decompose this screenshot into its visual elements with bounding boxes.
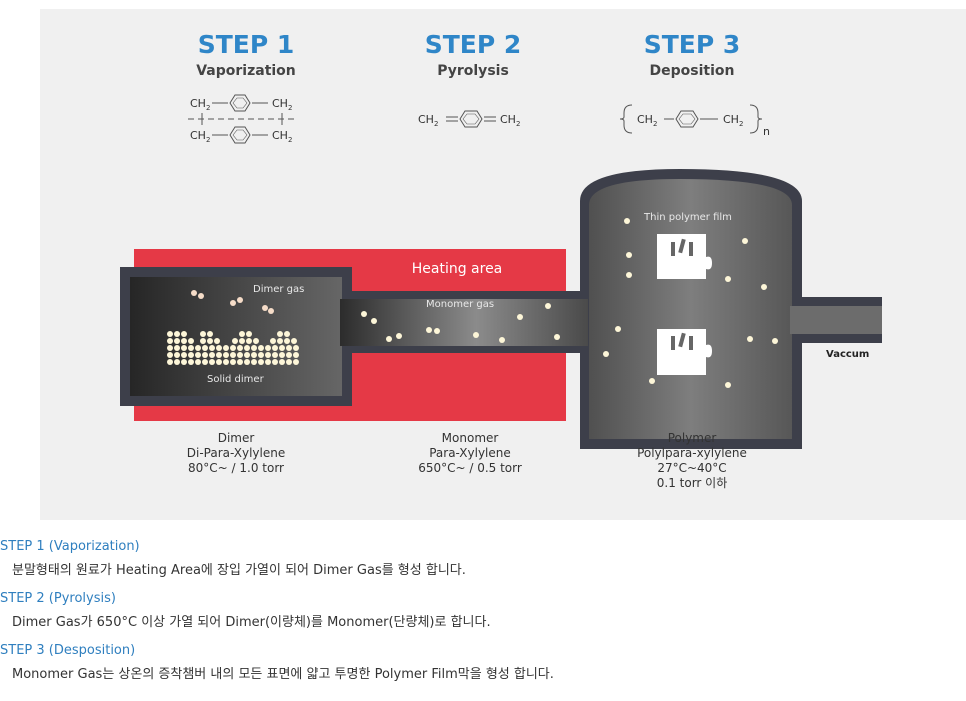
step2-description-title: STEP 2 (Pyrolysis) bbox=[0, 591, 116, 606]
caption-dimer-line3: 80°C~ / 1.0 torr bbox=[188, 461, 284, 475]
step1-description: STEP 1 (Vaporization) 분말형태의 원료가 Heating … bbox=[0, 538, 966, 580]
monomer-gas-label: Monomer gas bbox=[426, 299, 494, 310]
step1-title: STEP 1 bbox=[198, 30, 295, 59]
caption-polymer-line4: 0.1 torr 이하 bbox=[657, 476, 728, 490]
caption-polymer: Polymer Polylpara-xylylene 27°C~40°C 0.1… bbox=[637, 431, 747, 490]
step3-description: STEP 3 (Desposition) Monomer Gas는 상온의 증착… bbox=[0, 642, 966, 684]
caption-polymer-line2: Polylpara-xylylene bbox=[637, 446, 747, 460]
substrate-bottom bbox=[657, 329, 712, 375]
monomer-ch2-left: CH2 bbox=[418, 113, 438, 128]
caption-polymer-line3: 27°C~40°C bbox=[657, 461, 726, 475]
step2-title: STEP 2 bbox=[425, 30, 522, 59]
thin-film-label: Thin polymer film bbox=[643, 212, 732, 223]
solid-dimer-label: Solid dimer bbox=[207, 374, 265, 385]
step3-description-title: STEP 3 (Desposition) bbox=[0, 643, 136, 658]
heating-area-label: Heating area bbox=[412, 261, 503, 277]
sublimation-vessel bbox=[130, 277, 342, 396]
polymer-ch2-left: CH2 bbox=[637, 113, 657, 128]
solid-dimer-particles bbox=[167, 331, 299, 365]
monomer-ch2-right: CH2 bbox=[500, 113, 520, 128]
monomer-gas-particles bbox=[361, 303, 560, 343]
dimer-formula bbox=[188, 94, 296, 144]
dimer-ch2-top-left: CH2 bbox=[190, 97, 210, 112]
step3-subtitle: Deposition bbox=[650, 63, 735, 79]
caption-monomer-line2: Para-Xylylene bbox=[429, 446, 511, 460]
caption-monomer-line1: Monomer bbox=[442, 431, 499, 445]
step3-title: STEP 3 bbox=[644, 30, 741, 59]
dimer-ch2-bottom-left: CH2 bbox=[190, 129, 210, 144]
step1-subtitle: Vaporization bbox=[196, 63, 296, 79]
step1-description-text: 분말형태의 원료가 Heating Area에 장입 가열이 되어 Dimer … bbox=[12, 563, 466, 578]
polymer-ch2-right: CH2 bbox=[723, 113, 743, 128]
caption-monomer-line3: 650°C~ / 0.5 torr bbox=[418, 461, 522, 475]
caption-dimer: Dimer Di-Para-Xylylene 80°C~ / 1.0 torr bbox=[187, 431, 285, 475]
dimer-ch2-top-right: CH2 bbox=[272, 97, 292, 112]
parylene-process-diagram: STEP 1 Vaporization STEP 2 Pyrolysis STE… bbox=[40, 9, 966, 520]
step2-description: STEP 2 (Pyrolysis) Dimer Gas가 650°C 이상 가… bbox=[0, 590, 966, 632]
chamber-gas-particles bbox=[603, 218, 778, 388]
vacuum-line bbox=[790, 306, 882, 334]
step2-description-text: Dimer Gas가 650°C 이상 가열 되어 Dimer(이량체)를 Mo… bbox=[12, 615, 491, 630]
deposition-chamber bbox=[589, 179, 792, 439]
caption-monomer: Monomer Para-Xylylene 650°C~ / 0.5 torr bbox=[418, 431, 522, 475]
polymer-subscript-n: n bbox=[763, 125, 770, 138]
substrate-top bbox=[657, 234, 712, 279]
caption-polymer-line1: Polymer bbox=[668, 431, 717, 445]
step2-subtitle: Pyrolysis bbox=[437, 63, 509, 79]
caption-dimer-line1: Dimer bbox=[218, 431, 255, 445]
polymer-formula bbox=[619, 104, 763, 134]
step3-description-text: Monomer Gas는 상온의 증착챔버 내의 모든 표면에 얇고 투명한 P… bbox=[12, 667, 554, 682]
step1-description-title: STEP 1 (Vaporization) bbox=[0, 539, 140, 554]
dimer-ch2-bottom-right: CH2 bbox=[272, 129, 292, 144]
dimer-gas-particles bbox=[191, 290, 274, 314]
vaccum-label: Vaccum bbox=[826, 349, 869, 360]
caption-dimer-line2: Di-Para-Xylylene bbox=[187, 446, 285, 460]
monomer-formula bbox=[446, 110, 496, 128]
dimer-gas-label: Dimer gas bbox=[253, 284, 304, 295]
